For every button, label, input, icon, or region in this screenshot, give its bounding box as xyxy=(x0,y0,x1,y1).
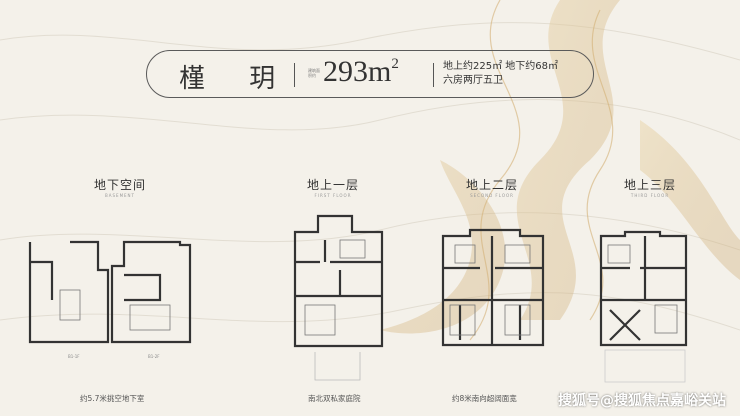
detail-line-1: 地上约225㎡ 地下约68㎡ xyxy=(443,61,558,72)
plan-tag-b1-2: B1-2F xyxy=(148,354,160,359)
floor-title-first: 地上一层 xyxy=(306,178,359,192)
unit-header-pill: 槿 玥 建筑面积约 293m2 地上约225㎡ 地下约68㎡ 六房两厅五卫 xyxy=(146,50,594,98)
floor-title-basement: 地下空间 xyxy=(93,178,146,192)
floor-title-third: 地上三层 xyxy=(623,178,676,192)
caption-first: 南北双私家庭院 xyxy=(308,394,361,403)
detail-line-2: 六房两厅五卫 xyxy=(443,75,503,86)
floor-subtitle-basement: BASEMENT xyxy=(105,193,135,198)
unit-details: 地上约225㎡ 地下约68㎡ 六房两厅五卫 xyxy=(443,60,558,88)
floor-plan-second xyxy=(441,228,545,347)
caption-basement: 约5.7米挑空地下室 xyxy=(80,394,145,403)
area-value: 293m xyxy=(323,55,392,88)
floor-title-second: 地上二层 xyxy=(465,178,518,192)
floor-subtitle-third: THIRD FLOOR xyxy=(630,193,670,198)
floor-subtitle-second: SECOND FLOOR xyxy=(470,193,514,198)
floor-plan-third xyxy=(599,230,688,347)
watermark: 搜狐号@搜狐焦点嘉峪关站 xyxy=(558,393,726,409)
plan-tag-b1-1: B1-1F xyxy=(68,354,80,359)
caption-second: 约8米南向超阔面宽 xyxy=(452,394,517,403)
floor-plan-basement-b xyxy=(110,240,192,344)
floor-plan-first xyxy=(293,214,384,348)
unit-area: 293m2 xyxy=(323,55,399,89)
divider xyxy=(294,63,295,87)
area-superscript: 2 xyxy=(391,56,399,72)
floor-plan-basement-a xyxy=(28,240,110,344)
floor-subtitle-first: FIRST FLOOR xyxy=(314,193,352,198)
area-small-label: 建筑面积约 xyxy=(308,68,320,78)
divider xyxy=(433,63,434,87)
unit-name: 槿 玥 xyxy=(179,64,294,94)
